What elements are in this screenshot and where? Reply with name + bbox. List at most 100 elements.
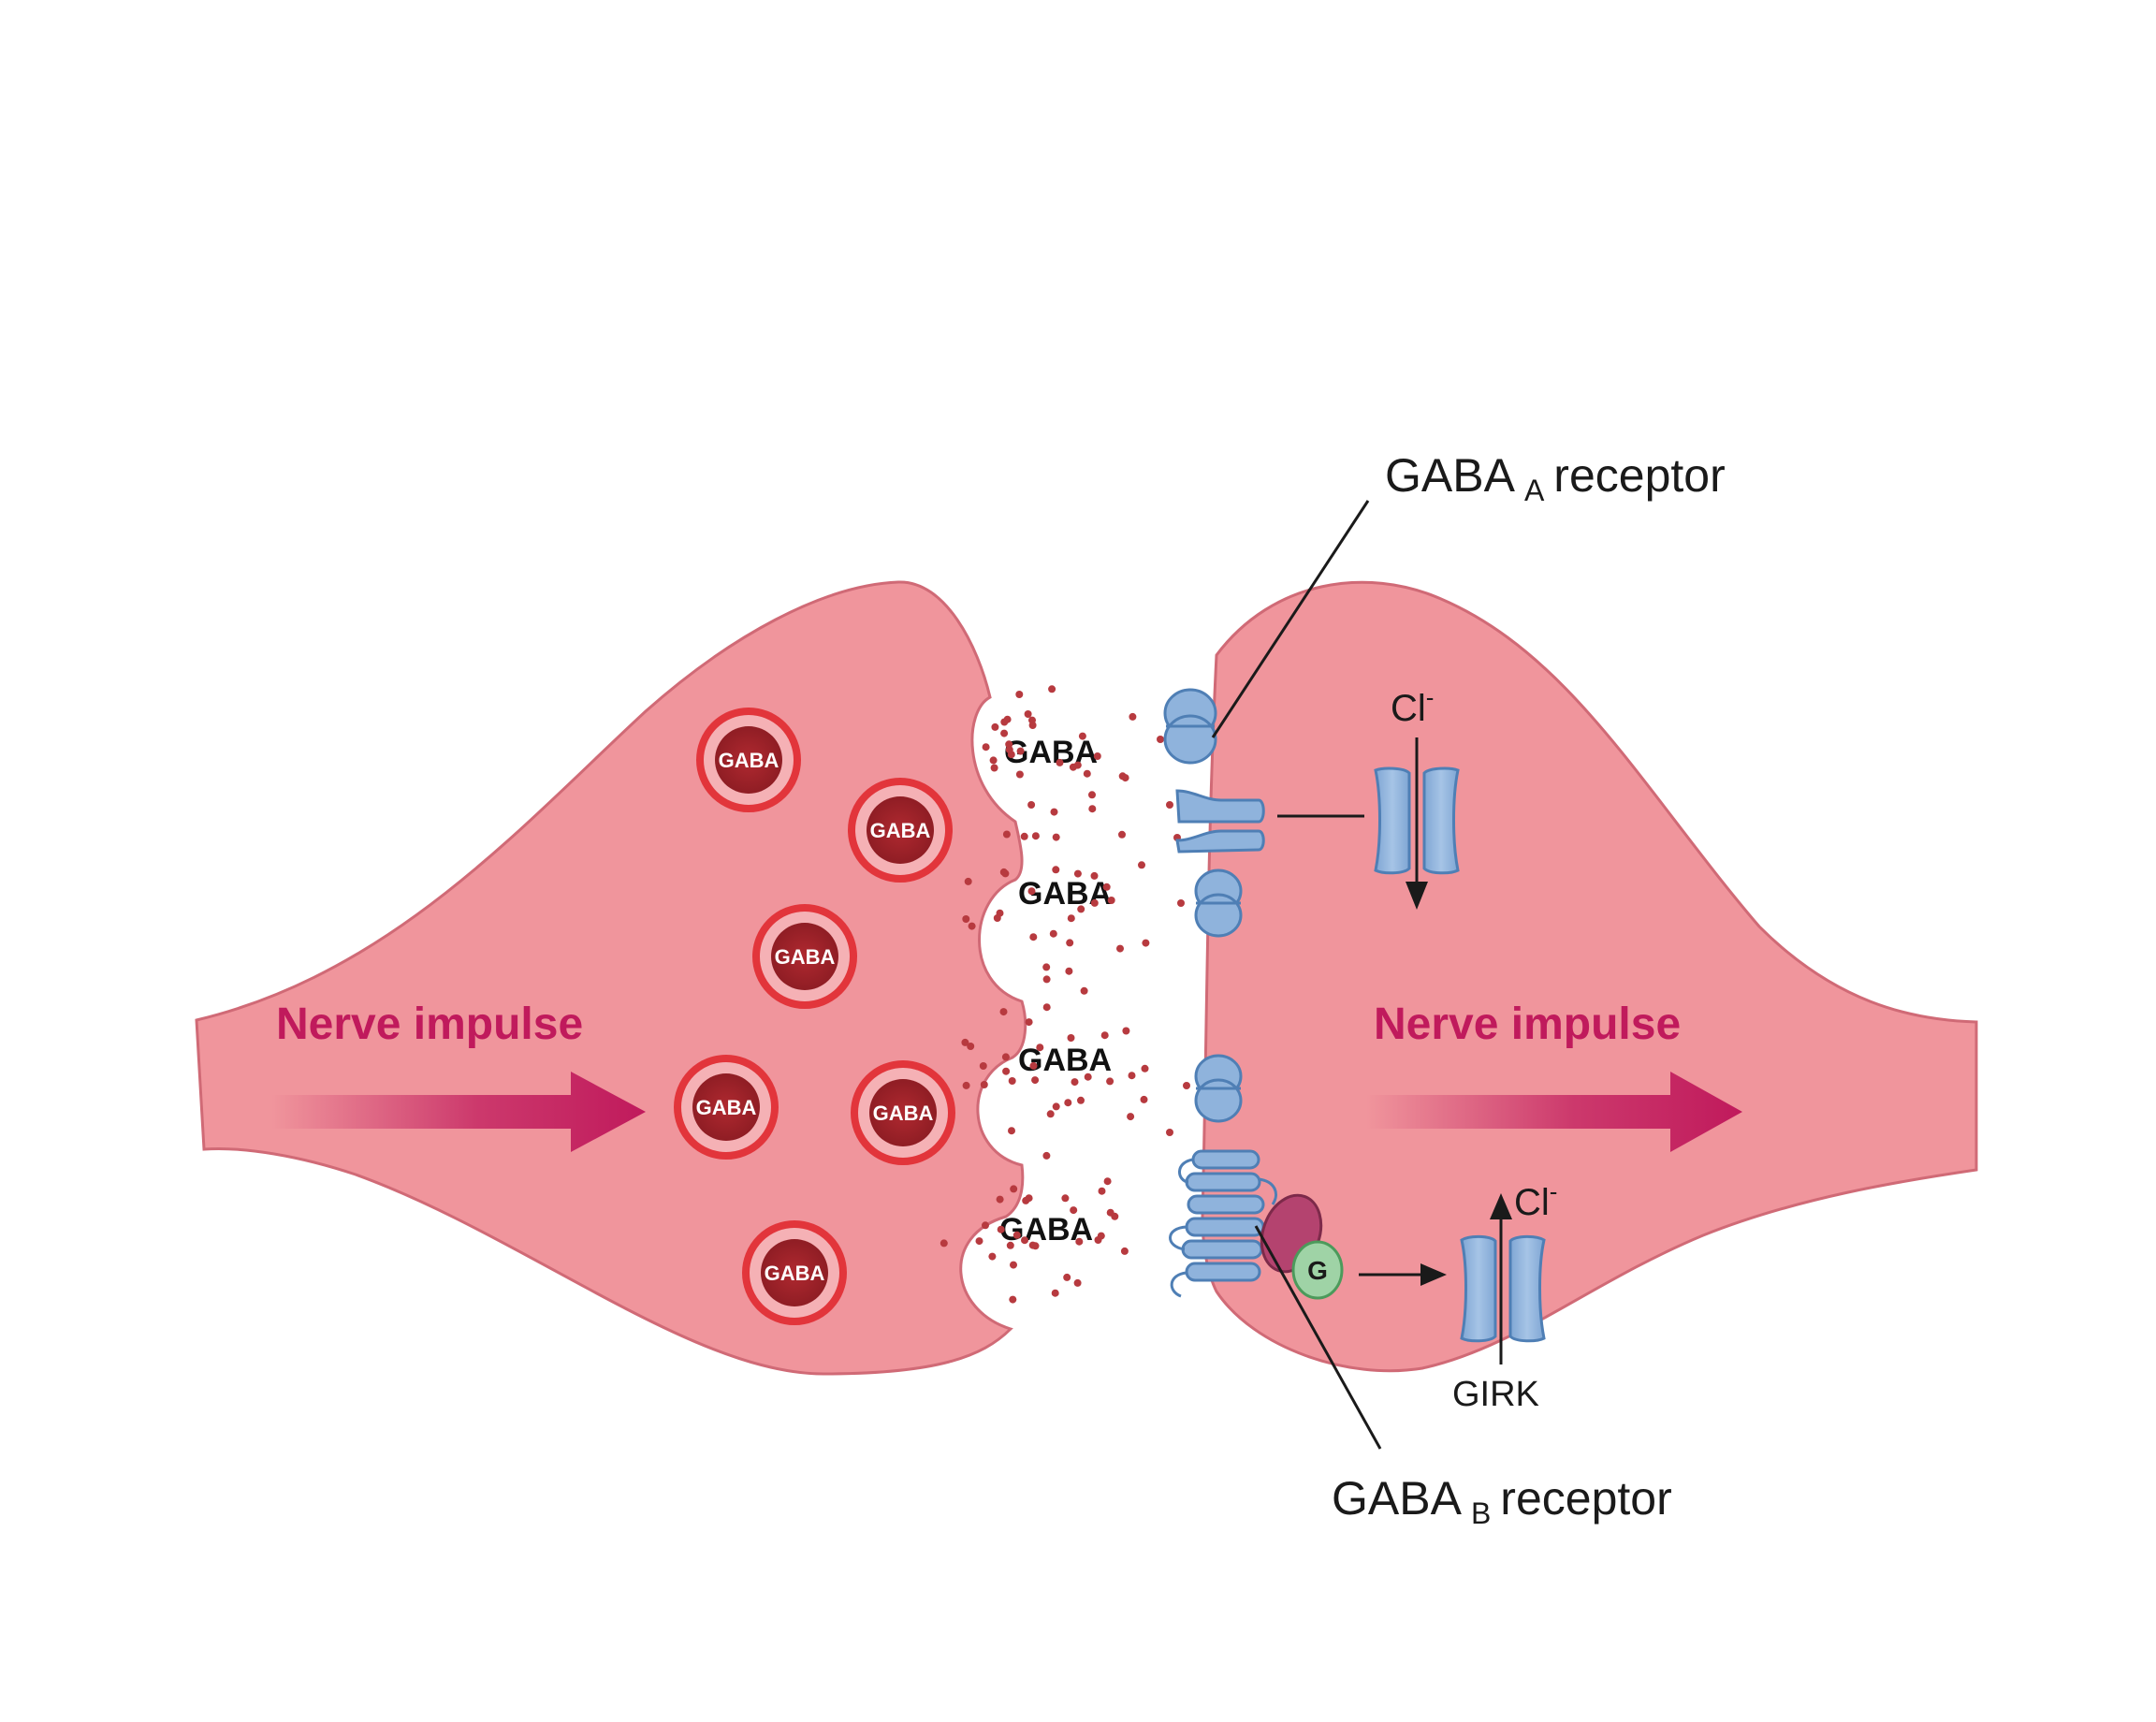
- gaba-molecule: [975, 1237, 983, 1246]
- gaba-molecule: [1001, 1053, 1010, 1061]
- gaba-molecule: [982, 1221, 989, 1230]
- gaba-molecule: [1118, 830, 1126, 839]
- gaba-molecule: [1042, 1003, 1051, 1012]
- gaba-molecule: [990, 764, 998, 772]
- gaba-molecule: [1016, 747, 1025, 755]
- gaba-molecule: [1100, 1031, 1109, 1040]
- gaba-molecule: [1051, 1289, 1059, 1297]
- vesicle: GABA: [752, 904, 857, 1009]
- gaba-molecule: [1061, 1194, 1070, 1203]
- gaba-molecule: [1080, 986, 1088, 995]
- gaba-molecule: [967, 1043, 975, 1050]
- gaba-b-leader-line: [1254, 1225, 1382, 1450]
- gaba-molecule: [1183, 1082, 1190, 1089]
- gaba-molecule: [1090, 898, 1099, 907]
- gaba-molecule: [1157, 736, 1164, 743]
- gaba-molecule: [996, 909, 1004, 917]
- arrow-right-icon: [1420, 1263, 1447, 1286]
- gaba-molecule: [1138, 861, 1145, 869]
- gaba-molecule: [1050, 808, 1058, 816]
- gaba-molecule: [1042, 1151, 1051, 1160]
- gaba-molecule: [964, 877, 972, 885]
- cleft-gaba-label: GABA: [1018, 1043, 1112, 1078]
- gaba-molecule: [1071, 1078, 1079, 1087]
- gaba-molecule: [1005, 740, 1013, 749]
- gaba-molecule: [1127, 1113, 1135, 1121]
- gaba-molecule: [1002, 1067, 1011, 1075]
- vesicle: GABA: [742, 1220, 847, 1325]
- gaba-molecule: [1010, 1185, 1018, 1193]
- gaba-molecule: [1166, 801, 1173, 809]
- gaba-molecule: [1049, 929, 1057, 938]
- gaba-molecule: [1021, 1236, 1028, 1245]
- gaba-molecule: [1012, 1231, 1021, 1239]
- gaba-molecule: [1140, 1095, 1148, 1103]
- gaba-molecule: [1097, 1232, 1105, 1240]
- gaba-molecule: [1077, 1096, 1085, 1104]
- gaba-molecule: [1106, 1208, 1114, 1217]
- gaba-molecule: [1120, 1247, 1129, 1255]
- gaba-molecule: [1010, 1261, 1017, 1269]
- gaba-molecule: [1005, 746, 1013, 754]
- gaba-molecules: [940, 685, 1190, 1304]
- arrow-down-icon: [1406, 882, 1428, 910]
- arrow-up-icon: [1490, 1193, 1512, 1219]
- gaba-molecule: [988, 1252, 997, 1261]
- postsynaptic-impulse-arrow: [1366, 1072, 1742, 1152]
- gaba-molecule: [1128, 1072, 1136, 1080]
- gaba-a-receptor: [1163, 688, 1217, 765]
- gaba-molecule: [1078, 732, 1086, 740]
- gaba-molecule: [1002, 830, 1011, 839]
- gaba-molecule: [1008, 1127, 1015, 1135]
- gaba-molecule: [999, 1008, 1008, 1016]
- svg-text:GABA: GABA: [696, 1096, 757, 1119]
- gaba-molecule: [1090, 871, 1099, 880]
- membrane-receptor: [1194, 868, 1243, 938]
- gaba-a-leader-line: [1211, 500, 1370, 738]
- gaba-molecule: [1048, 685, 1056, 693]
- svg-text:G: G: [1307, 1256, 1328, 1285]
- gaba-molecule: [1063, 1273, 1071, 1281]
- gaba-molecule: [1025, 1018, 1033, 1027]
- gaba-molecule: [997, 1225, 1005, 1233]
- gaba-molecule: [1142, 939, 1150, 947]
- gaba-molecule: [1036, 1043, 1044, 1052]
- gaba-molecule: [962, 1081, 970, 1089]
- gaba-molecule: [1106, 1077, 1114, 1086]
- gaba-molecule: [1028, 716, 1036, 724]
- gaba-a-receptor: [1175, 789, 1265, 854]
- gaba-molecule: [999, 868, 1008, 876]
- gaba-molecule: [1069, 763, 1077, 771]
- gaba-molecule: [1116, 944, 1124, 953]
- gaba-molecule: [1107, 897, 1115, 904]
- svg-text:GABA: GABA: [870, 819, 931, 842]
- gaba-molecule: [1129, 712, 1137, 721]
- gaba-molecule: [962, 915, 970, 923]
- gaba-molecule: [1141, 1064, 1149, 1073]
- gaba-molecule: [1067, 914, 1075, 923]
- gaba-molecule: [1088, 791, 1096, 799]
- gaba-molecule: [1029, 1061, 1038, 1070]
- gaba-molecule: [1020, 832, 1028, 840]
- gaba-molecule: [1006, 1241, 1014, 1249]
- gaba-molecule: [1029, 933, 1038, 941]
- gaba-molecule: [1027, 801, 1036, 809]
- gaba-molecule: [979, 1062, 987, 1070]
- gaba-molecule: [1015, 770, 1024, 779]
- chloride-ion-label: Cl-: [1514, 1177, 1557, 1223]
- gaba-molecule: [1031, 832, 1040, 840]
- gaba-molecule: [1098, 1187, 1106, 1195]
- gaba-molecule: [1008, 1077, 1016, 1085]
- gaba-molecule: [1121, 774, 1129, 782]
- svg-text:GABA: GABA: [873, 1102, 934, 1125]
- gaba-molecule: [1073, 1278, 1082, 1287]
- chloride-ion-label: Cl-: [1391, 683, 1434, 729]
- gaba-molecule: [982, 743, 990, 752]
- gaba-molecule: [940, 1239, 948, 1248]
- girk-channel: [1460, 1234, 1546, 1343]
- gaba-molecule: [1088, 805, 1097, 813]
- gaba-molecule: [1102, 883, 1111, 891]
- gaba-molecule: [1084, 1073, 1092, 1081]
- presynaptic-terminal: [195, 580, 1027, 1376]
